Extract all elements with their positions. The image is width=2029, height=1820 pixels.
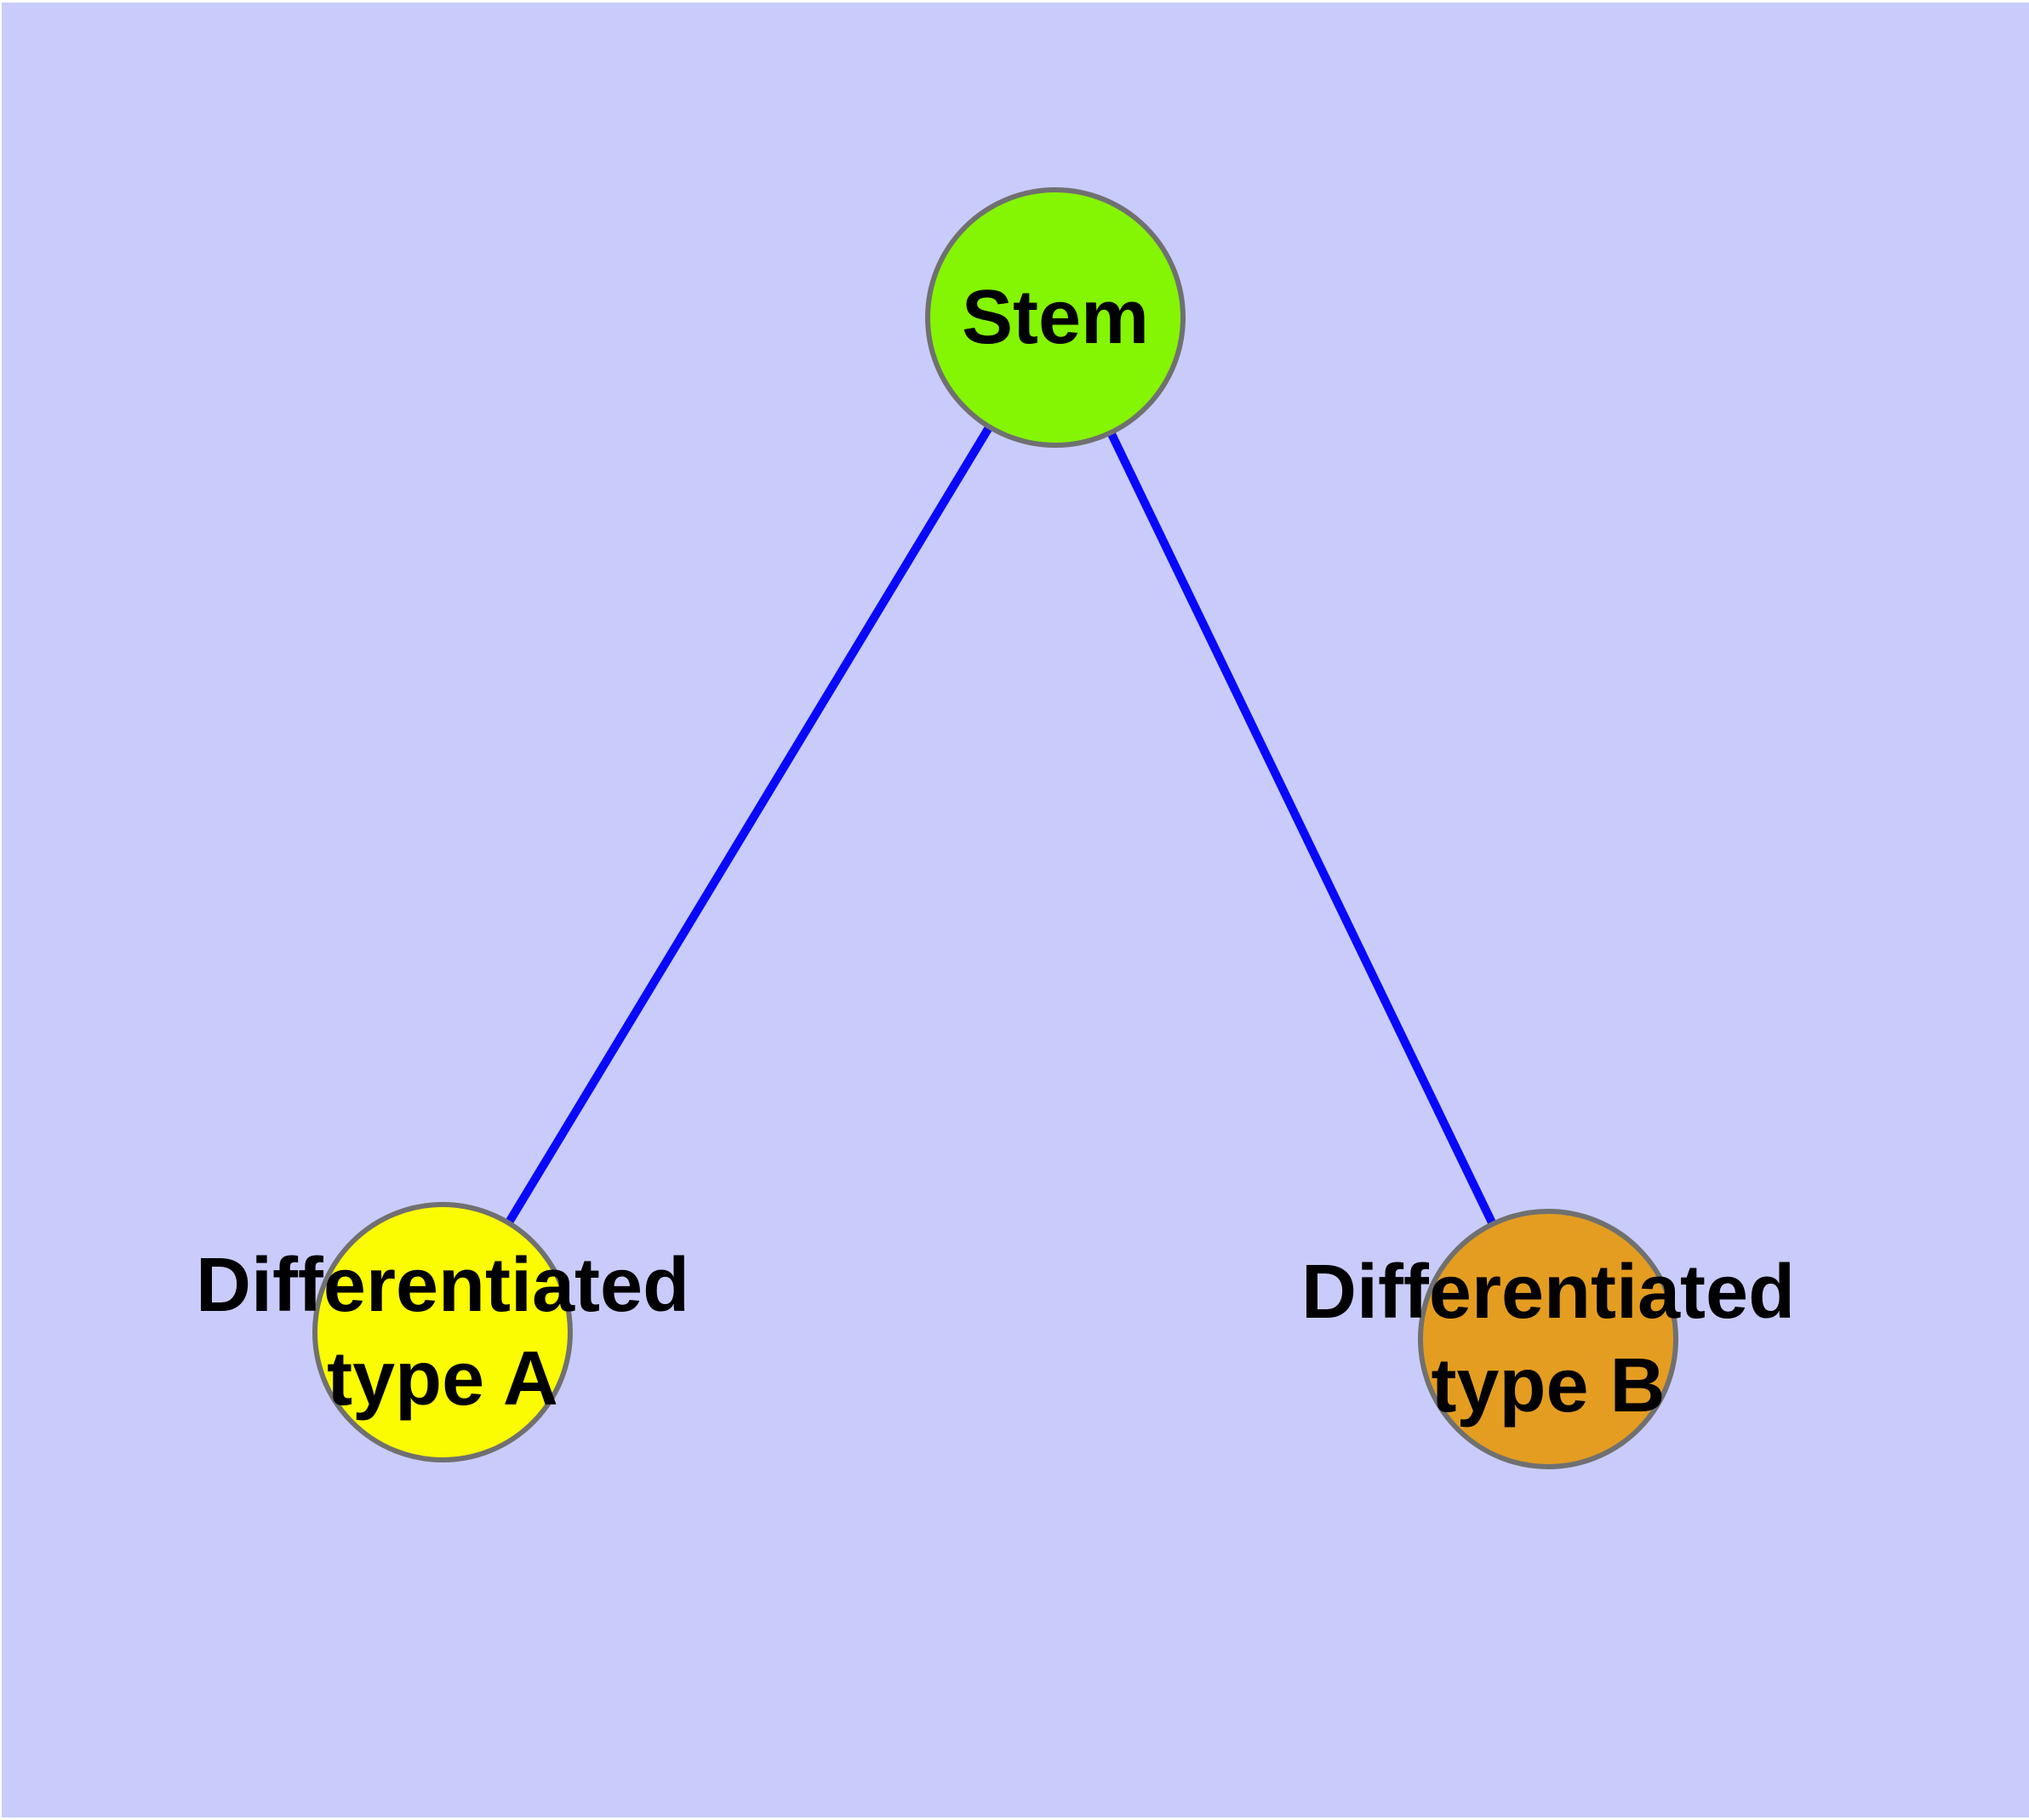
node-differentiated-type-b-label-line2: type B: [1431, 1343, 1666, 1428]
node-differentiated-type-a-label-line1: Differentiated: [195, 1243, 690, 1328]
node-differentiated-type-b[interactable]: Differentiated type B: [1301, 1209, 1795, 1469]
edge-stem-to-type-b-line: [1051, 315, 1552, 1342]
node-differentiated-type-b-label-line1: Differentiated: [1300, 1250, 1796, 1335]
node-differentiated-type-a[interactable]: Differentiated type A: [196, 1202, 689, 1462]
node-stem-label-line: Stem: [961, 275, 1150, 360]
node-stem-label: Stem: [962, 271, 1149, 364]
node-stem[interactable]: Stem: [925, 187, 1186, 448]
node-differentiated-type-a-label-line2: type A: [327, 1336, 558, 1422]
node-differentiated-type-b-label: Differentiated type B: [1301, 1245, 1795, 1433]
node-differentiated-type-a-label: Differentiated type A: [196, 1239, 689, 1426]
edge-stem-to-type-a-line: [438, 315, 1060, 1335]
diagram-canvas: Stem Differentiated type A Differentiate…: [2, 3, 2029, 1817]
